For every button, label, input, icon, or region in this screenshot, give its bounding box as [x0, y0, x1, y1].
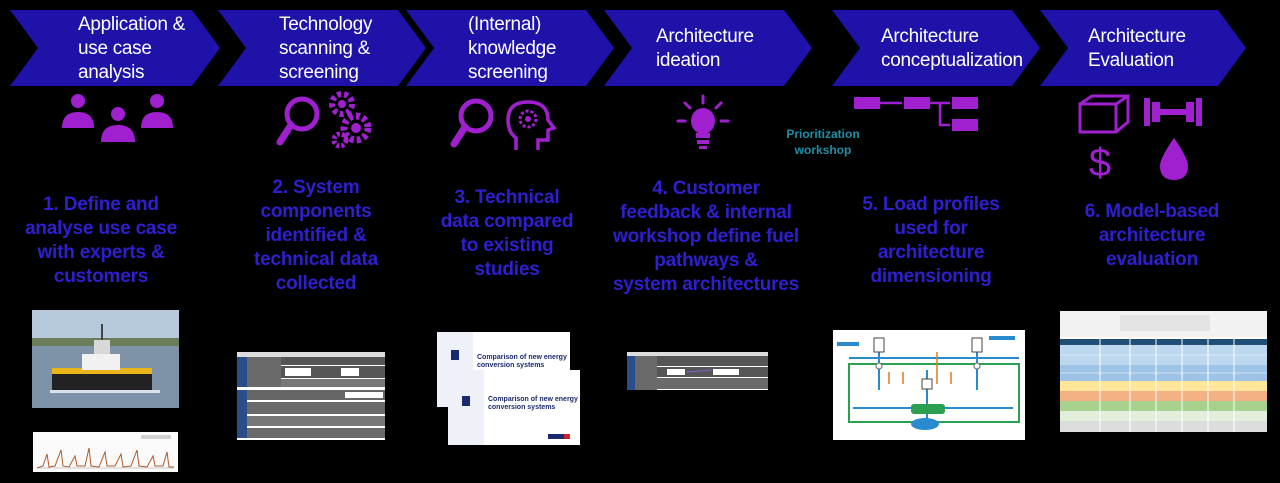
people-icon [58, 92, 178, 144]
tugboat-photo [32, 310, 179, 408]
magnifier-gears-icon [276, 90, 380, 150]
architecture-table-thumbnail [627, 352, 768, 390]
load-profile-thumbnail [33, 432, 178, 472]
cube-dumbbell-dollar-drop-icon: $ [1076, 92, 1208, 184]
block-diagram-icon [852, 94, 982, 136]
lightbulb-icon [675, 93, 731, 151]
system-architecture-diagram [833, 330, 1025, 440]
svg-text:$: $ [1089, 141, 1111, 184]
magnifier-brain-icon [450, 96, 560, 154]
component-table-thumbnail [237, 352, 385, 440]
evaluation-spreadsheet-thumbnail [1060, 311, 1267, 432]
